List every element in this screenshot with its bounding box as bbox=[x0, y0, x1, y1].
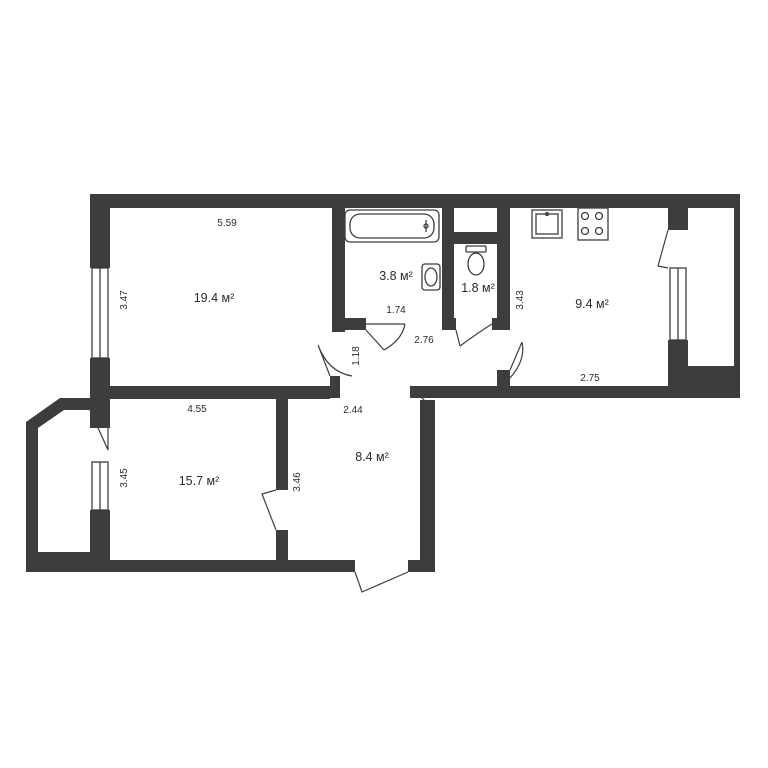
wall-bath-wc bbox=[442, 194, 454, 330]
kitchen-area: 9.4 м² bbox=[575, 297, 609, 311]
room2-height: 3.45 bbox=[119, 468, 130, 488]
wall-kitchen-right-upper bbox=[668, 194, 688, 230]
stove-icon bbox=[577, 207, 609, 241]
toilet-icon bbox=[465, 245, 487, 276]
hall-area: 8.4 м² bbox=[355, 450, 389, 464]
room2-area: 15.7 м² bbox=[179, 474, 220, 488]
wall-left-upper bbox=[90, 194, 110, 268]
wall-bath-bottom-right bbox=[442, 318, 456, 330]
windows bbox=[91, 267, 687, 511]
door-corridor bbox=[409, 385, 433, 409]
wall-bath-bottom bbox=[332, 318, 366, 330]
door-kitchen bbox=[509, 341, 524, 379]
wall-wc-right bbox=[497, 194, 510, 330]
door-bath bbox=[365, 323, 406, 351]
door-room2 bbox=[261, 489, 277, 531]
wall-wc-bottom-right bbox=[492, 318, 510, 330]
room-areas: 19.4 м² 3.8 м² 1.8 м² 9.4 м² 15.7 м² 8.4… bbox=[179, 269, 609, 488]
hall-width: 2.44 bbox=[343, 405, 363, 416]
wall-kitchen-left-lower bbox=[497, 370, 510, 398]
room1-area: 19.4 м² bbox=[194, 291, 235, 305]
room2-width: 4.55 bbox=[187, 404, 207, 415]
wall-wc-top bbox=[454, 232, 500, 244]
corridor-width: 2.76 bbox=[414, 335, 434, 346]
door-entrance bbox=[354, 571, 409, 593]
wall-bath-left bbox=[332, 194, 345, 332]
room1-width: 5.59 bbox=[217, 218, 237, 229]
door-balcony bbox=[89, 409, 109, 451]
bath-area: 3.8 м² bbox=[379, 269, 413, 283]
door-wc bbox=[455, 323, 493, 347]
wall-room2-hall-lower bbox=[276, 530, 288, 572]
wall-loggia-bottom bbox=[668, 366, 740, 398]
kitchen-height: 3.43 bbox=[515, 290, 526, 310]
inner-walls bbox=[276, 194, 510, 572]
wall-top bbox=[90, 194, 740, 208]
kitchen-sink-icon bbox=[531, 209, 563, 239]
balcony-wall bbox=[26, 398, 90, 572]
wall-left-lower bbox=[90, 510, 110, 572]
doors bbox=[89, 229, 669, 593]
wall-corridor-stub bbox=[330, 376, 340, 398]
wc-area: 1.8 м² bbox=[461, 281, 495, 295]
door-loggia bbox=[657, 229, 669, 269]
wall-mid-bottom bbox=[90, 386, 330, 399]
balcony-left bbox=[26, 398, 90, 572]
bathtub-icon bbox=[344, 209, 440, 243]
wall-right-bottom bbox=[410, 386, 740, 398]
loggia-right bbox=[688, 199, 738, 366]
room1-height: 3.47 bbox=[119, 290, 130, 310]
door-room1 bbox=[317, 344, 353, 377]
kitchen-width: 2.75 bbox=[580, 373, 600, 384]
bath-width: 1.74 bbox=[386, 305, 406, 316]
dimensions: 5.59 3.47 1.74 3.43 2.75 2.76 1.18 4.55 … bbox=[119, 218, 600, 492]
fixtures bbox=[344, 207, 609, 291]
corridor-height: 1.18 bbox=[351, 346, 362, 366]
wall-hall-right bbox=[420, 400, 435, 572]
sink-icon bbox=[421, 263, 441, 291]
hall-height: 3.46 bbox=[292, 472, 303, 492]
wall-room2-hall-upper bbox=[276, 386, 288, 490]
wall-bottom-left bbox=[90, 560, 355, 572]
outer-walls bbox=[90, 194, 740, 572]
